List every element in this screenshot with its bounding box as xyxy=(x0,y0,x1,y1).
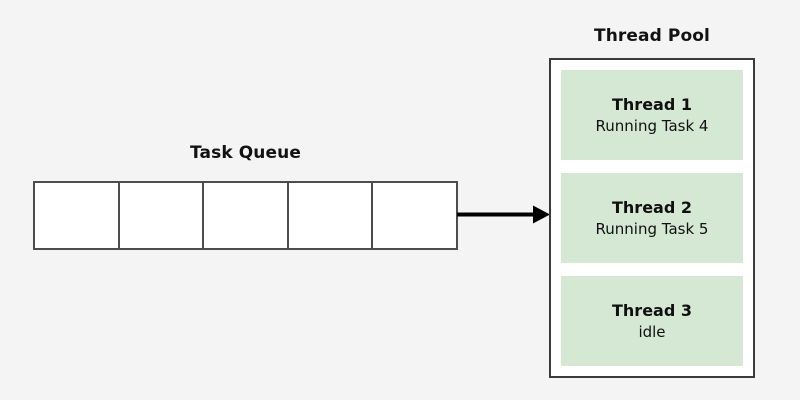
thread-name: Thread 3 xyxy=(612,300,692,320)
task-queue-cell[interactable] xyxy=(35,183,120,248)
thread-name: Thread 2 xyxy=(612,197,692,217)
task-queue-title: Task Queue xyxy=(190,143,301,163)
task-queue-cell[interactable] xyxy=(373,183,456,248)
thread-status: Running Task 5 xyxy=(595,219,709,238)
thread-box[interactable]: Thread 1 Running Task 4 xyxy=(561,70,743,160)
task-queue-cell[interactable] xyxy=(204,183,289,248)
thread-box[interactable]: Thread 2 Running Task 5 xyxy=(561,173,743,263)
task-queue-cell[interactable] xyxy=(119,183,205,248)
queue-to-pool-arrow-icon xyxy=(457,205,550,224)
task-queue-cell[interactable] xyxy=(288,183,374,248)
thread-pool-container: Thread 1 Running Task 4 Thread 2 Running… xyxy=(549,58,755,378)
task-queue xyxy=(33,181,458,250)
thread-status: Running Task 4 xyxy=(595,116,709,135)
thread-box[interactable]: Thread 3 idle xyxy=(561,276,743,366)
thread-status: idle xyxy=(638,322,666,341)
thread-name: Thread 1 xyxy=(612,94,692,114)
thread-pool-title: Thread Pool xyxy=(594,26,710,46)
